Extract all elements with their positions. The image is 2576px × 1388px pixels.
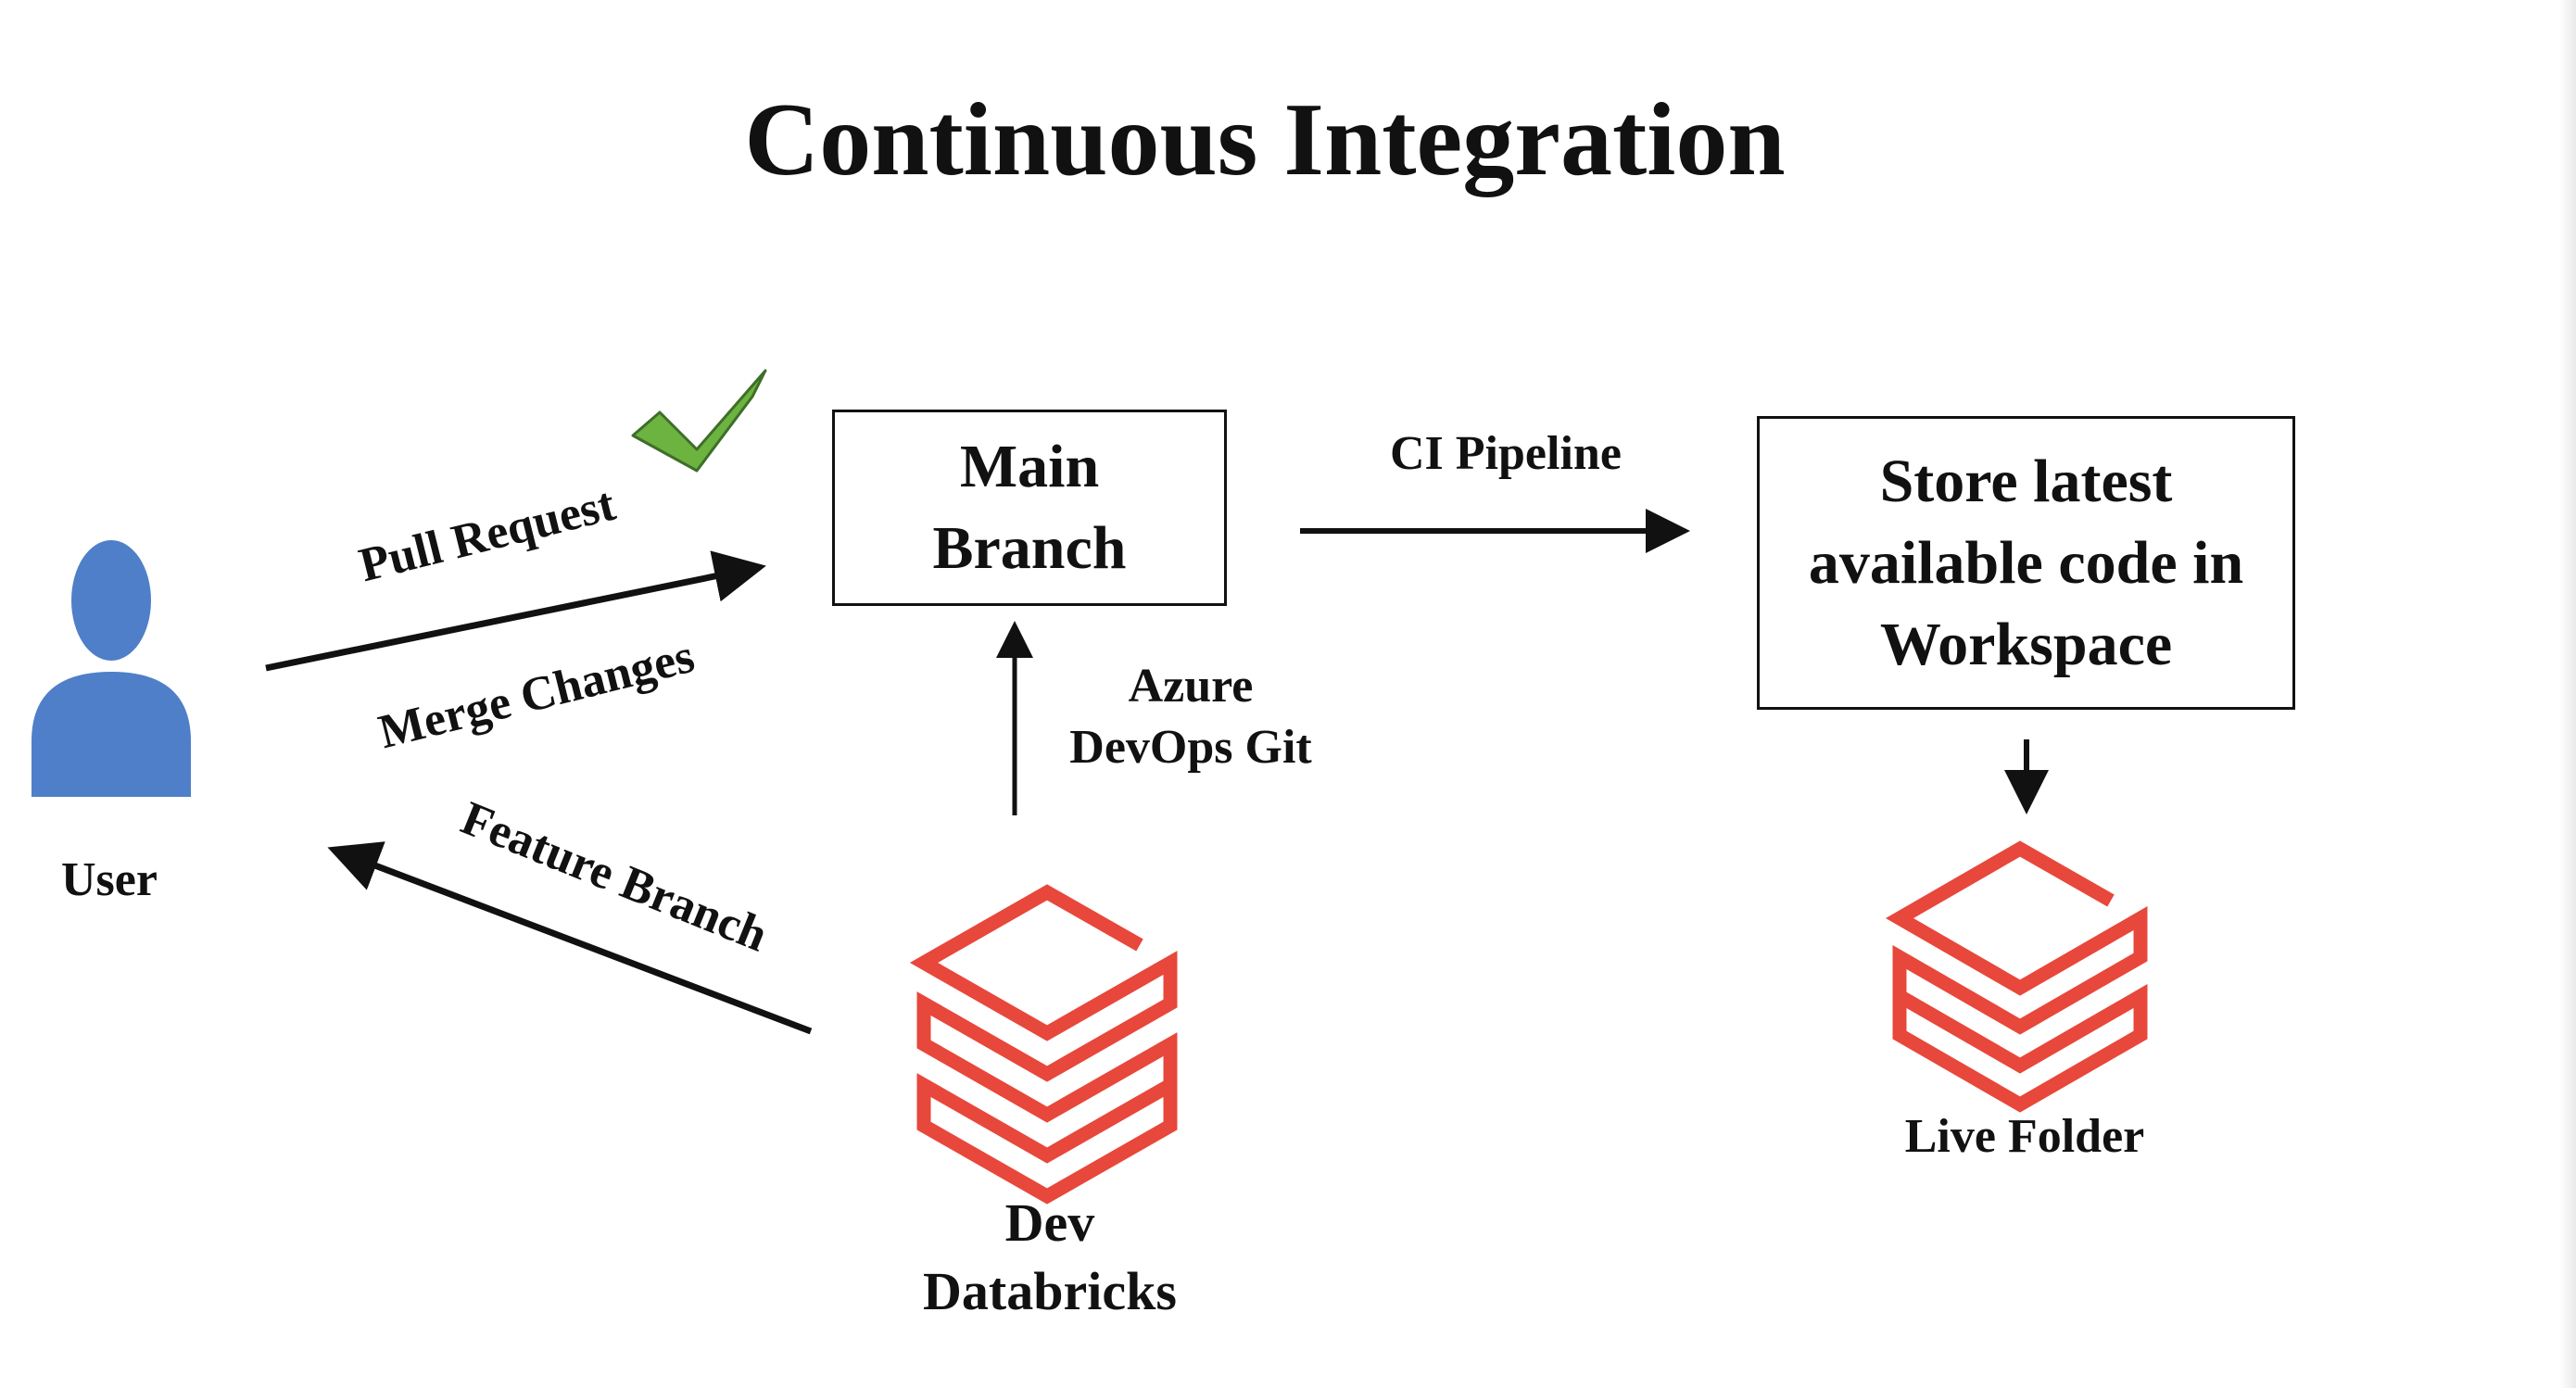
main-branch-line2: Branch [932, 514, 1127, 582]
store-line1: Store latest [1879, 447, 2173, 515]
live-folder-label: Live Folder [1904, 1110, 2145, 1163]
azure-devops-git-label: Azure DevOps Git [1033, 656, 1348, 778]
dev-databricks-label: Dev Databricks [865, 1189, 1235, 1326]
feature-branch-arrow [327, 841, 813, 1035]
diagram-title: Continuous Integration [744, 82, 1786, 197]
main-branch-line1: Main [959, 433, 1100, 500]
devops-git-line: DevOps Git [1069, 721, 1312, 774]
store-line3: Workspace [1879, 610, 2173, 678]
databricks-icon [909, 884, 1178, 1205]
store-line2: available code in [1808, 528, 2244, 597]
main-branch-box: Main Branch [832, 410, 1227, 606]
pull-request-arrow [265, 550, 766, 672]
databricks-icon [1885, 840, 2148, 1113]
user-icon [32, 540, 191, 797]
dev-line: Dev [1004, 1192, 1095, 1253]
azure-line: Azure [1128, 660, 1254, 713]
store-code-box: Store latest available code in Workspace [1757, 416, 2295, 710]
user-label: User [61, 853, 158, 906]
databricks-line: Databricks [923, 1261, 1177, 1321]
checkmark-icon [631, 369, 767, 473]
slide-edge-shadow [2559, 0, 2576, 1388]
ci-pipeline-label: CI Pipeline [1390, 427, 1622, 480]
